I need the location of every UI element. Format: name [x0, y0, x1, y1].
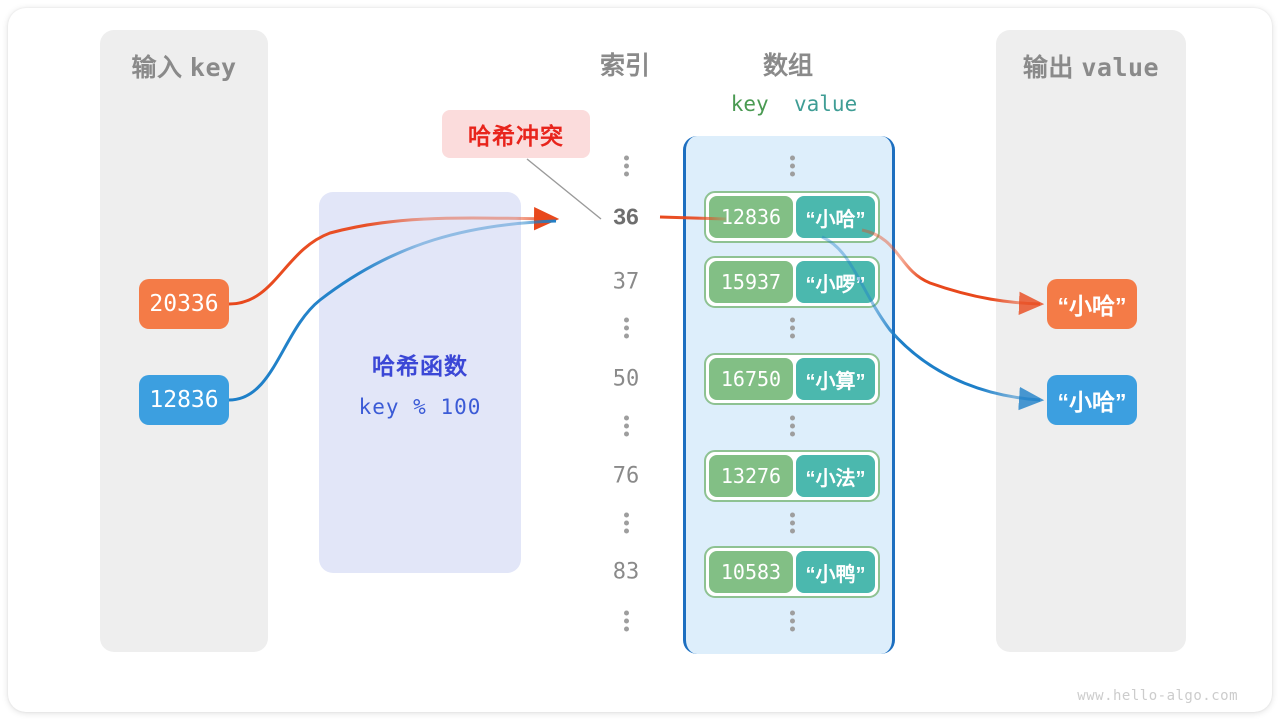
index-ellipsis: [590, 153, 662, 180]
output-value-panel: 输出 value: [996, 30, 1186, 652]
input-panel-title-mono: key: [189, 53, 237, 82]
index-label-83: 83: [612, 559, 640, 585]
array-ellipsis: [686, 608, 898, 635]
entry-value-cell: “小哈”: [796, 196, 875, 238]
output-value-chip-1: “小哈”: [1047, 279, 1137, 329]
input-panel-title-cn: 输入: [131, 54, 183, 82]
output-panel-title: 输出 value: [996, 48, 1186, 84]
hash-collision-badge: 哈希冲突: [442, 110, 590, 158]
output-value-chip-2: “小哈”: [1047, 375, 1137, 425]
index-column: 36 37 50 76 83: [590, 140, 662, 640]
array-ellipsis: [686, 510, 898, 537]
index-column-header: 索引: [599, 52, 650, 80]
array-ellipsis: [686, 153, 898, 180]
output-panel-title-mono: value: [1081, 53, 1160, 82]
entry-key-cell: 15937: [709, 261, 793, 303]
array-entry-row: 13276“小法”: [704, 450, 880, 502]
array-column-header: 数组: [762, 52, 813, 80]
hash-function-box: 哈希函数 key % 100: [319, 192, 521, 573]
index-label-50: 50: [612, 366, 640, 392]
value-subheader-label: value: [794, 92, 858, 116]
entry-key-cell: 12836: [709, 196, 793, 238]
array-entry-row: 10583“小鸭”: [704, 546, 880, 598]
entry-value-cell: “小算”: [796, 358, 875, 400]
array-entry-row: 12836“小哈”: [704, 191, 880, 243]
array-entry-row: 15937“小啰”: [704, 256, 880, 308]
entry-value-cell: “小法”: [796, 455, 875, 497]
entry-value-cell: “小鸭”: [796, 551, 875, 593]
array-ellipsis: [686, 413, 898, 440]
key-value-subheader: key value: [688, 92, 900, 116]
index-label-76: 76: [612, 463, 640, 489]
entry-value-cell: “小啰”: [796, 261, 875, 303]
index-ellipsis: [590, 510, 662, 537]
array-container: 12836“小哈”15937“小啰”16750“小算”13276“小法”1058…: [683, 136, 895, 654]
array-entry-row: 16750“小算”: [704, 353, 880, 405]
site-watermark: www.hello-algo.com: [1077, 688, 1238, 704]
index-label-37: 37: [612, 269, 640, 295]
key-subheader-label: key: [730, 92, 769, 116]
input-key-chip-1: 20336: [139, 279, 229, 329]
hash-function-title: 哈希函数: [372, 352, 468, 379]
entry-key-cell: 16750: [709, 358, 793, 400]
input-key-panel: 输入 key: [100, 30, 268, 652]
input-panel-title: 输入 key: [100, 48, 268, 84]
output-panel-title-cn: 输出: [1022, 54, 1074, 82]
array-ellipsis: [686, 315, 898, 342]
index-label-36: 36: [613, 203, 639, 230]
index-ellipsis: [590, 315, 662, 342]
hash-function-expression: key % 100: [358, 394, 482, 419]
input-key-chip-2: 12836: [139, 375, 229, 425]
entry-key-cell: 10583: [709, 551, 793, 593]
index-ellipsis: [590, 413, 662, 440]
entry-key-cell: 13276: [709, 455, 793, 497]
index-ellipsis: [590, 608, 662, 635]
